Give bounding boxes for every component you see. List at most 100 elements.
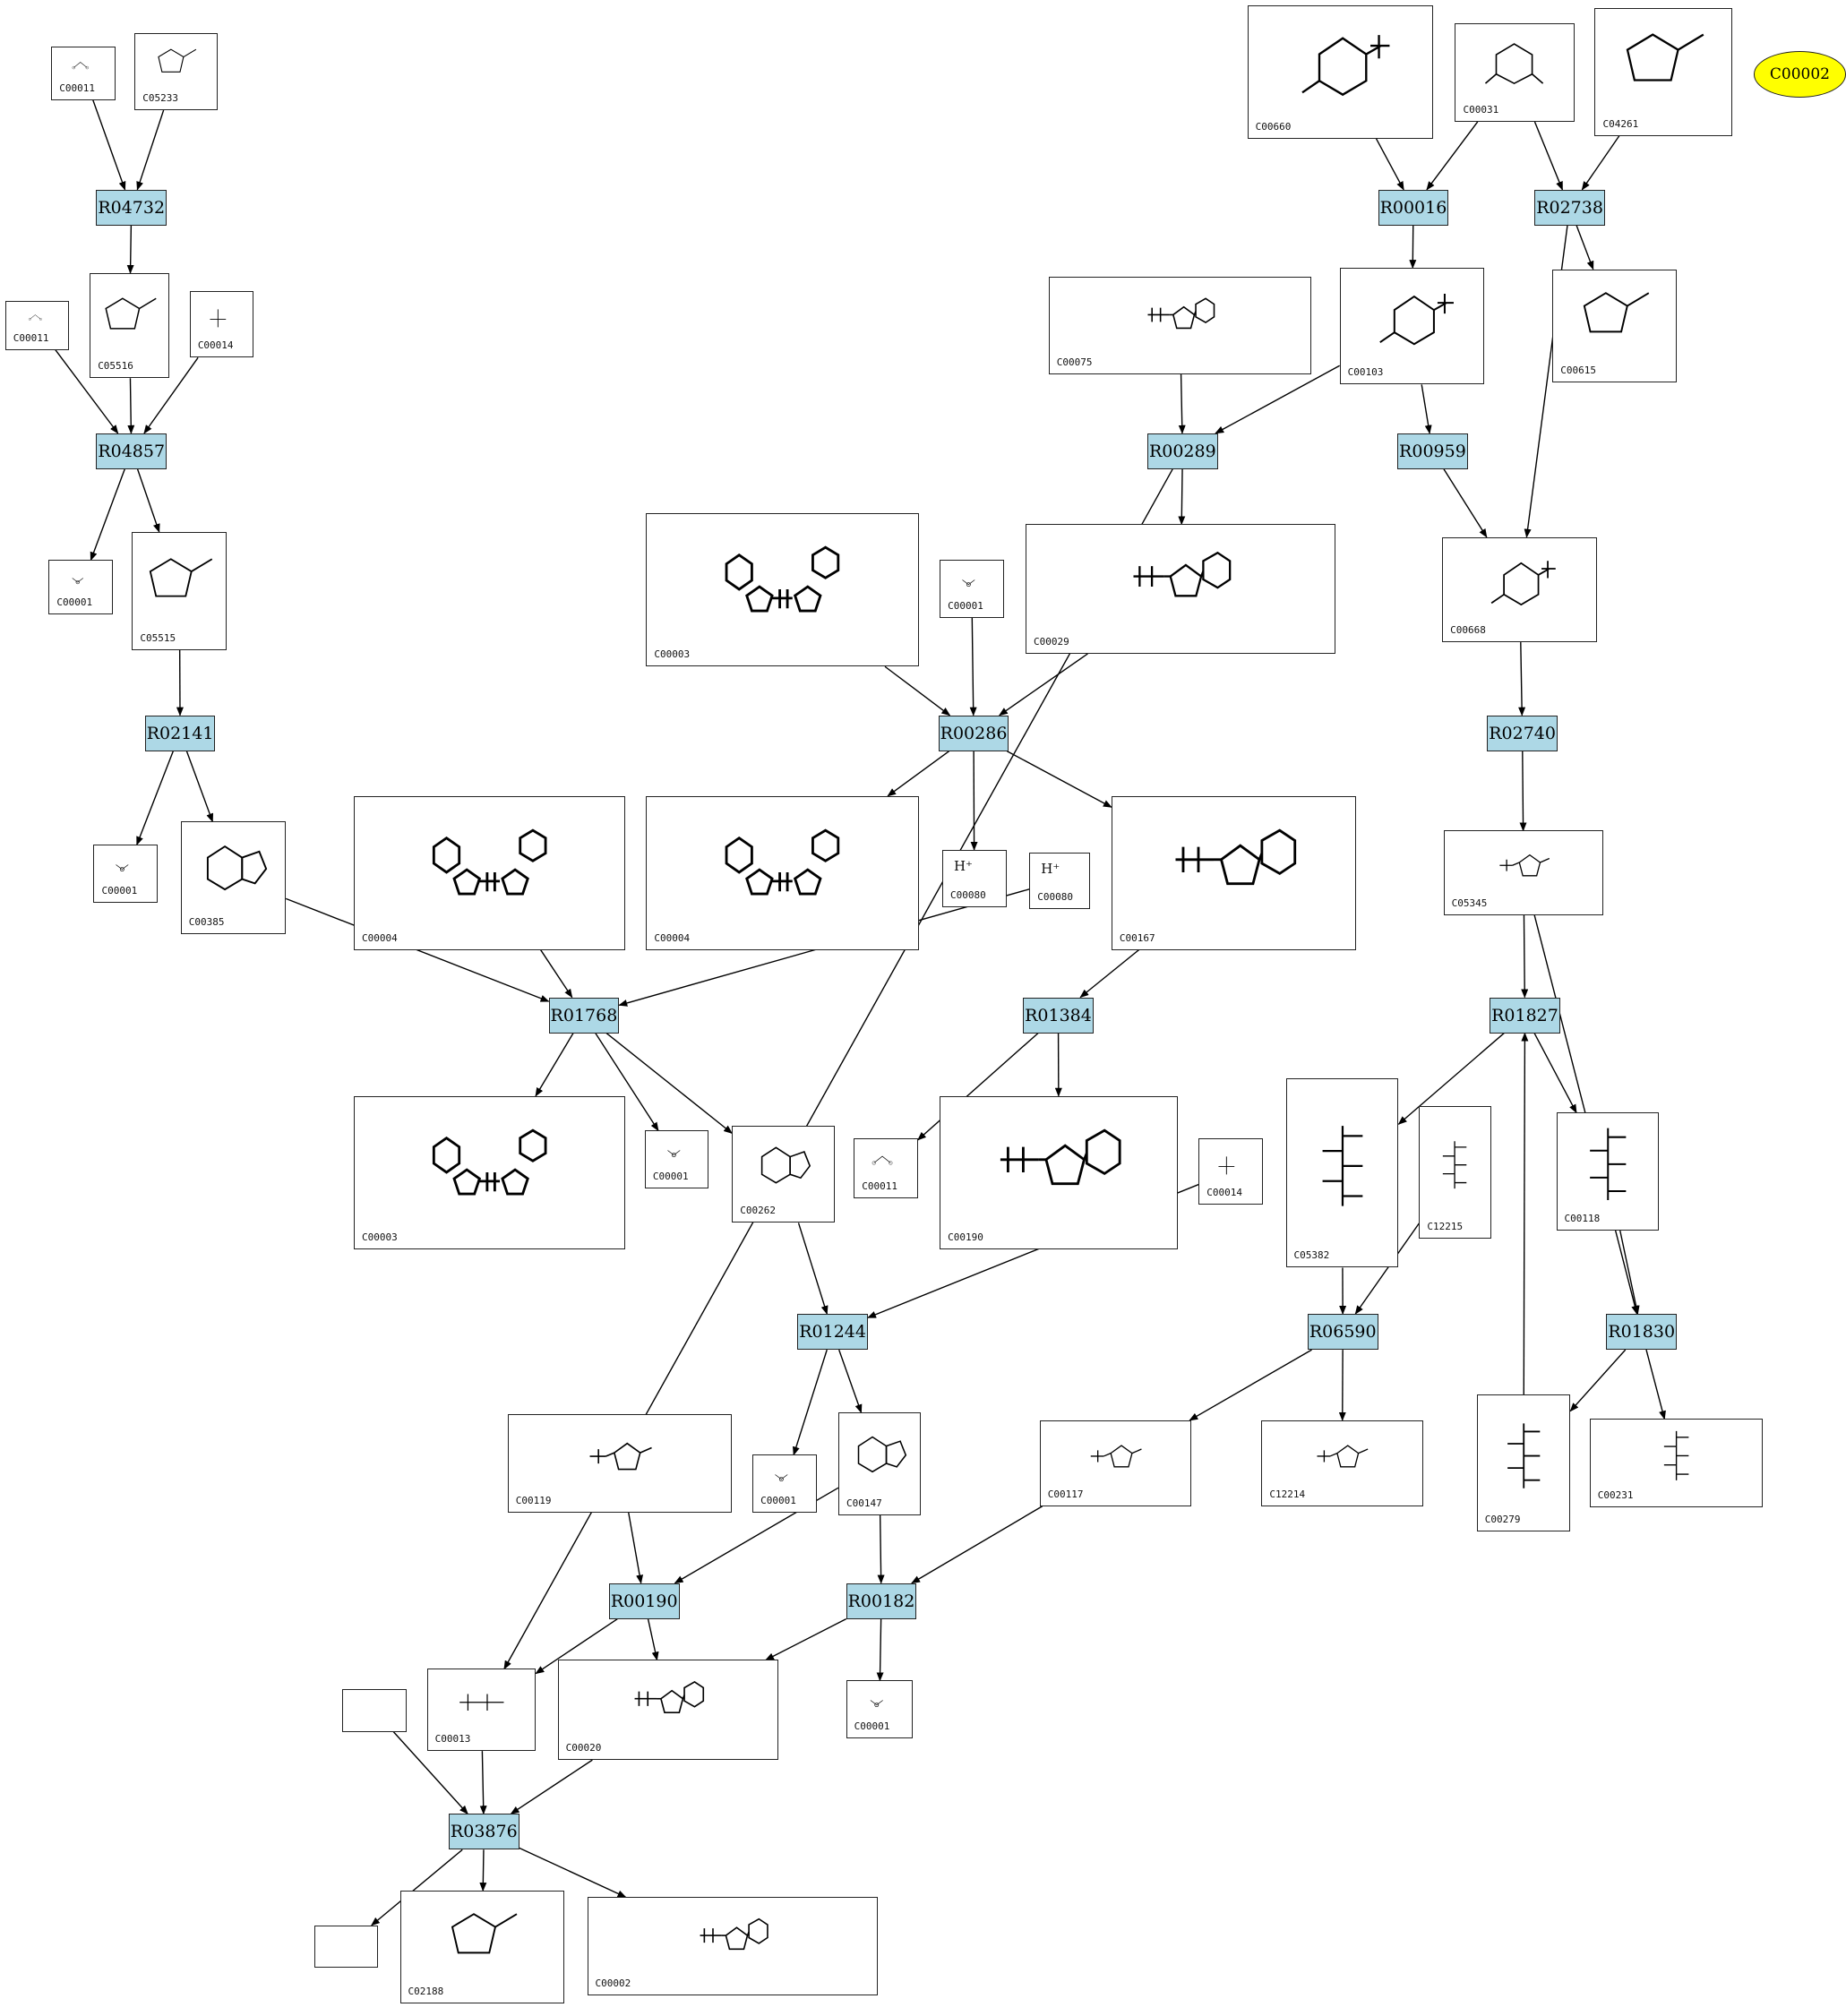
compound-c00011[interactable]: C00011	[4, 301, 70, 350]
structure-drawing	[1601, 14, 1725, 116]
compound-id-label: C00031	[1463, 103, 1499, 116]
compound-id-label: C00004	[362, 931, 398, 944]
compound-c00119[interactable]: C00119	[507, 1413, 733, 1513]
compound-c00118[interactable]: C00118	[1556, 1112, 1660, 1231]
structure-drawing	[514, 1420, 726, 1492]
structure-drawing	[564, 1666, 772, 1739]
compound-c00660[interactable]: C00660	[1247, 4, 1434, 139]
compound-c00004[interactable]: C00004	[354, 795, 626, 950]
compound-c00190[interactable]: C00190	[940, 1095, 1179, 1250]
reaction-r01384[interactable]: R01384	[1023, 997, 1094, 1034]
compound-c00031[interactable]: C00031	[1455, 22, 1575, 122]
compound-c00279[interactable]: C00279	[1476, 1394, 1571, 1532]
compound-c00011[interactable]: C00011	[854, 1137, 918, 1199]
compound-c00001[interactable]: C00001	[644, 1130, 709, 1188]
structure-drawing	[594, 1903, 872, 1975]
reaction-r01830[interactable]: R01830	[1606, 1314, 1678, 1351]
compound-c00014[interactable]: C00014	[189, 290, 254, 358]
compound-c00385[interactable]: C00385	[180, 821, 287, 935]
compound-c00001[interactable]: C00001	[940, 560, 1004, 618]
structure-drawing	[1032, 530, 1329, 633]
compound-c00001[interactable]: C00001	[93, 845, 159, 903]
compound-c00003[interactable]: C00003	[646, 512, 920, 667]
compound-c00080[interactable]: H⁺C00080	[1029, 852, 1090, 909]
compound-id-label: C05345	[1451, 896, 1488, 909]
compound-c05345[interactable]: C05345	[1443, 830, 1604, 915]
reaction-r00182[interactable]: R00182	[846, 1583, 917, 1619]
highlight-compound-c00002[interactable]: C00002	[1753, 51, 1846, 98]
compound-c02188[interactable]: C02188	[399, 1891, 564, 2004]
compound-c05515[interactable]: C05515	[132, 531, 228, 650]
compound-c00004[interactable]: C00004	[646, 795, 920, 950]
compound-id-label: C00080	[1037, 890, 1074, 903]
edge-n_c00668-to-R02740	[1518, 642, 1526, 716]
compound-c00001[interactable]: C00001	[48, 560, 113, 614]
reaction-r03876[interactable]: R03876	[448, 1814, 519, 1850]
compound-c00103[interactable]: C00103	[1339, 268, 1485, 385]
compound-c00020[interactable]: C00020	[557, 1660, 778, 1761]
reaction-r01827[interactable]: R01827	[1490, 997, 1560, 1034]
edge-R00016-to-n_c00103	[1409, 225, 1417, 270]
compound-c00147[interactable]: C00147	[838, 1412, 921, 1515]
empty-box-bottom[interactable]	[313, 1925, 379, 1968]
compound-c00002[interactable]: C00002	[587, 1897, 879, 1996]
compound-c00013[interactable]: C00013	[426, 1669, 537, 1752]
compound-id-label: C00001	[854, 1720, 890, 1732]
structure-drawing	[196, 297, 248, 337]
reaction-r06590[interactable]: R06590	[1307, 1314, 1378, 1351]
compound-c00231[interactable]: C00231	[1589, 1419, 1763, 1508]
compound-c00262[interactable]: C00262	[732, 1125, 835, 1223]
compound-c00003[interactable]: C00003	[354, 1095, 626, 1250]
structure-drawing	[946, 566, 998, 596]
compound-id-label: C00118	[1564, 1212, 1601, 1224]
reaction-r00289[interactable]: R00289	[1146, 433, 1218, 469]
edge-n_c00103-to-R00959	[1421, 384, 1432, 434]
compound-c04261[interactable]: C04261	[1594, 7, 1732, 136]
edge-R04857-to-n_c05515	[136, 468, 160, 533]
compound-id-label: C02188	[408, 1986, 444, 1998]
reaction-r00959[interactable]: R00959	[1397, 433, 1468, 469]
compound-c00014[interactable]: C00014	[1198, 1137, 1263, 1205]
reaction-r02740[interactable]: R02740	[1487, 715, 1558, 751]
compound-id-label: C00001	[652, 1170, 689, 1182]
reaction-r00190[interactable]: R00190	[608, 1583, 680, 1619]
compound-c00117[interactable]: C00117	[1039, 1420, 1191, 1506]
compound-c00615[interactable]: C00615	[1552, 269, 1678, 382]
compound-c00075[interactable]: C00075	[1048, 277, 1312, 374]
reaction-r04732[interactable]: R04732	[96, 189, 167, 226]
compound-c00668[interactable]: C00668	[1442, 536, 1598, 643]
edge-R01244-to-n_c00001_e	[793, 1349, 828, 1456]
reaction-r01768[interactable]: R01768	[548, 997, 620, 1034]
structure-drawing	[860, 1145, 912, 1178]
compound-c05233[interactable]: C05233	[134, 33, 219, 111]
reaction-r00016[interactable]: R00016	[1378, 189, 1449, 226]
edge-n_c00004_a-to-R01768	[540, 949, 573, 999]
compound-c12215[interactable]: C12215	[1419, 1106, 1491, 1239]
compound-c00001[interactable]: C00001	[752, 1454, 817, 1513]
compound-c05516[interactable]: C05516	[90, 272, 169, 379]
compound-id-label: C05516	[98, 360, 133, 373]
compound-c00029[interactable]: C00029	[1026, 524, 1336, 654]
structure-drawing	[57, 53, 109, 80]
compound-id-label: C00075	[1056, 356, 1093, 368]
compound-id-label: C00119	[515, 1494, 552, 1506]
structure-drawing	[12, 307, 64, 329]
compound-c00167[interactable]: C00167	[1111, 795, 1357, 950]
compound-id-label: C00002	[595, 1977, 631, 1990]
compound-c05382[interactable]: C05382	[1285, 1077, 1399, 1268]
structure-drawing	[1055, 283, 1305, 354]
reaction-r02141[interactable]: R02141	[144, 715, 216, 751]
edge-n_c00660-to-R00016	[1375, 138, 1404, 191]
compound-c12214[interactable]: C12214	[1261, 1420, 1423, 1506]
compound-c00011[interactable]: C00011	[51, 46, 116, 100]
empty-box-top[interactable]	[342, 1689, 407, 1732]
reaction-r02738[interactable]: R02738	[1534, 189, 1605, 226]
compound-c00001[interactable]: C00001	[846, 1680, 914, 1738]
reaction-r00286[interactable]: R00286	[938, 715, 1009, 751]
reaction-r04857[interactable]: R04857	[96, 433, 167, 469]
compound-c00080[interactable]: H⁺C00080	[941, 849, 1007, 908]
structure-drawing	[1425, 1112, 1484, 1217]
compound-id-label: C05233	[142, 92, 179, 105]
edge-n_c00119-to-R00190	[628, 1512, 644, 1584]
reaction-r01244[interactable]: R01244	[797, 1314, 868, 1351]
